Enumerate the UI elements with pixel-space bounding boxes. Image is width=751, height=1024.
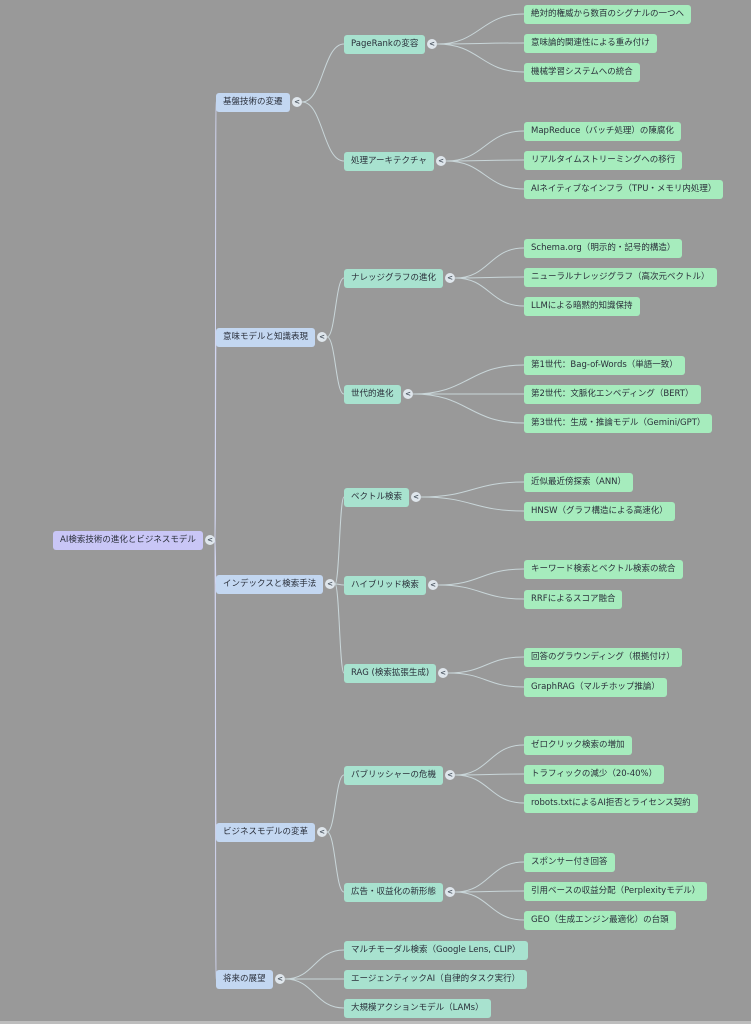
connector-line bbox=[447, 656, 525, 674]
mindmap-node-level3[interactable]: RRFによるスコア融合 bbox=[524, 589, 623, 609]
collapse-toggle-icon[interactable]: < bbox=[445, 273, 455, 283]
mindmap-node-level3[interactable]: スポンサー付き回答 bbox=[524, 852, 615, 872]
connector-line bbox=[334, 583, 345, 586]
connector-line bbox=[334, 496, 345, 585]
connector-line bbox=[214, 336, 217, 541]
connector-line bbox=[420, 481, 525, 498]
collapse-toggle-icon[interactable]: < bbox=[445, 887, 455, 897]
mindmap-node-level3[interactable]: HNSW（グラフ構造による高速化） bbox=[524, 501, 675, 521]
connector-line bbox=[326, 774, 345, 833]
mindmap-node-level3[interactable]: リアルタイムストリーミングへの移行 bbox=[524, 150, 683, 170]
mindmap-node-level3[interactable]: 引用ベースの収益分配（Perplexityモデル） bbox=[524, 881, 708, 901]
mindmap-node-level3[interactable]: 意味論的関連性による重み付け bbox=[524, 33, 657, 53]
root-node[interactable]: AI検索技術の進化とビジネスモデル bbox=[53, 530, 203, 550]
connector-line bbox=[284, 949, 345, 980]
mindmap-node-level2[interactable]: PageRankの変容 bbox=[344, 34, 426, 54]
connector-line bbox=[326, 336, 345, 395]
connector-line bbox=[447, 672, 525, 688]
mindmap-node-level2[interactable]: 広告・収益化の新形態 bbox=[344, 882, 444, 902]
collapse-toggle-icon[interactable]: < bbox=[325, 579, 335, 589]
mindmap-node-level2[interactable]: 大規模アクションモデル（LAMs） bbox=[344, 998, 491, 1018]
connector-line bbox=[326, 277, 345, 338]
connector-line bbox=[436, 43, 525, 73]
connector-line bbox=[214, 539, 217, 980]
mindmap-node-level2[interactable]: エージェンティックAI（自律的タスク実行） bbox=[344, 969, 528, 989]
connector-line bbox=[436, 13, 525, 45]
collapse-toggle-icon[interactable]: < bbox=[275, 974, 285, 984]
collapse-toggle-icon[interactable]: < bbox=[428, 580, 438, 590]
collapse-toggle-icon[interactable]: < bbox=[317, 827, 327, 837]
mindmap-node-level1[interactable]: 将来の展望 bbox=[216, 969, 273, 989]
connector-line bbox=[454, 744, 525, 776]
mindmap-node-level2[interactable]: ナレッジグラフの進化 bbox=[344, 268, 444, 288]
connector-line bbox=[326, 831, 345, 893]
mindmap-node-level3[interactable]: キーワード検索とベクトル検索の統合 bbox=[524, 559, 683, 579]
collapse-toggle-icon[interactable]: < bbox=[205, 535, 215, 545]
mindmap-node-level1[interactable]: インデックスと検索手法 bbox=[216, 574, 324, 594]
connector-line bbox=[301, 43, 345, 103]
connector-line bbox=[454, 773, 525, 776]
connector-line bbox=[454, 247, 525, 279]
mindmap-node-level2[interactable]: マルチモーダル検索（Google Lens, CLIP） bbox=[344, 940, 528, 960]
mindmap-node-level3[interactable]: AIネイティブなインフラ（TPU・メモリ内処理） bbox=[524, 179, 724, 199]
mindmap-node-level1[interactable]: ビジネスモデルの変革 bbox=[216, 822, 316, 842]
connector-line bbox=[284, 978, 345, 1009]
collapse-toggle-icon[interactable]: < bbox=[438, 668, 448, 678]
connector-line bbox=[334, 583, 345, 674]
mindmap-node-level2[interactable]: ベクトル検索 bbox=[344, 487, 410, 507]
connector-line bbox=[437, 584, 525, 600]
mindmap-node-level2[interactable]: パブリッシャーの危機 bbox=[344, 765, 444, 785]
mindmap-node-level3[interactable]: LLMによる暗黙的知識保持 bbox=[524, 296, 640, 316]
mindmap-node-level3[interactable]: MapReduce（バッチ処理）の陳腐化 bbox=[524, 121, 681, 141]
connector-line bbox=[454, 277, 525, 307]
mindmap-node-level3[interactable]: 絶対的権威から数百のシグナルの一つへ bbox=[524, 4, 692, 24]
mindmap-node-level2[interactable]: ハイブリッド検索 bbox=[344, 575, 426, 595]
collapse-toggle-icon[interactable]: < bbox=[292, 97, 302, 107]
connector-line bbox=[454, 861, 525, 893]
collapse-toggle-icon[interactable]: < bbox=[411, 492, 421, 502]
connector-line bbox=[420, 496, 525, 512]
mindmap-node-level2[interactable]: 世代的進化 bbox=[344, 384, 401, 404]
connector-line bbox=[454, 890, 525, 893]
connector-line bbox=[437, 568, 525, 586]
connector-line bbox=[445, 130, 525, 162]
mindmap-node-level1[interactable]: 基盤技術の変遷 bbox=[216, 92, 290, 112]
mindmap-node-level2[interactable]: RAG (検索拡張生成) bbox=[344, 663, 437, 683]
collapse-toggle-icon[interactable]: < bbox=[317, 332, 327, 342]
mindmap-node-level3[interactable]: 機械学習システムへの統合 bbox=[524, 62, 640, 82]
mindmap-node-level3[interactable]: 第1世代：Bag-of-Words（単語一致） bbox=[524, 355, 685, 375]
connector-line bbox=[454, 774, 525, 804]
mindmap-node-level3[interactable]: 回答のグラウンディング（根拠付け） bbox=[524, 647, 682, 667]
collapse-toggle-icon[interactable]: < bbox=[436, 156, 446, 166]
collapse-toggle-icon[interactable]: < bbox=[427, 39, 437, 49]
connector-line bbox=[454, 276, 525, 279]
collapse-toggle-icon[interactable]: < bbox=[445, 770, 455, 780]
mindmap-node-level1[interactable]: 意味モデルと知識表現 bbox=[216, 327, 316, 347]
connector-line bbox=[412, 364, 525, 395]
mindmap-node-level3[interactable]: 第3世代：生成・推論モデル（Gemini/GPT） bbox=[524, 413, 713, 433]
mindmap-node-level3[interactable]: トラフィックの減少（20-40%） bbox=[524, 764, 665, 784]
connector-line bbox=[436, 42, 525, 45]
mindmap-node-level3[interactable]: ゼロクリック検索の増加 bbox=[524, 735, 632, 755]
mindmap-node-level3[interactable]: GraphRAG（マルチホップ推論） bbox=[524, 677, 667, 697]
mindmap-node-level3[interactable]: robots.txtによるAI拒否とライセンス契約 bbox=[524, 793, 698, 813]
mindmap-node-level3[interactable]: GEO（生成エンジン最適化）の台頭 bbox=[524, 910, 676, 930]
mindmap-node-level3[interactable]: Schema.org（明示的・記号的構造） bbox=[524, 238, 683, 258]
collapse-toggle-icon[interactable]: < bbox=[403, 389, 413, 399]
connector-line bbox=[445, 159, 525, 162]
mindmap-node-level3[interactable]: ニューラルナレッジグラフ（高次元ベクトル） bbox=[524, 267, 717, 287]
mindmap-node-level3[interactable]: 第2世代：文脈化エンベディング（BERT） bbox=[524, 384, 701, 404]
mindmap-node-level3[interactable]: 近似最近傍探索（ANN） bbox=[524, 472, 634, 492]
connector-line bbox=[412, 393, 525, 424]
bottom-scrollbar-edge bbox=[0, 1021, 751, 1024]
connector-line bbox=[454, 891, 525, 921]
connector-line bbox=[301, 101, 345, 162]
connector-line bbox=[445, 160, 525, 190]
mindmap-node-level2[interactable]: 処理アーキテクチャ bbox=[344, 151, 434, 171]
